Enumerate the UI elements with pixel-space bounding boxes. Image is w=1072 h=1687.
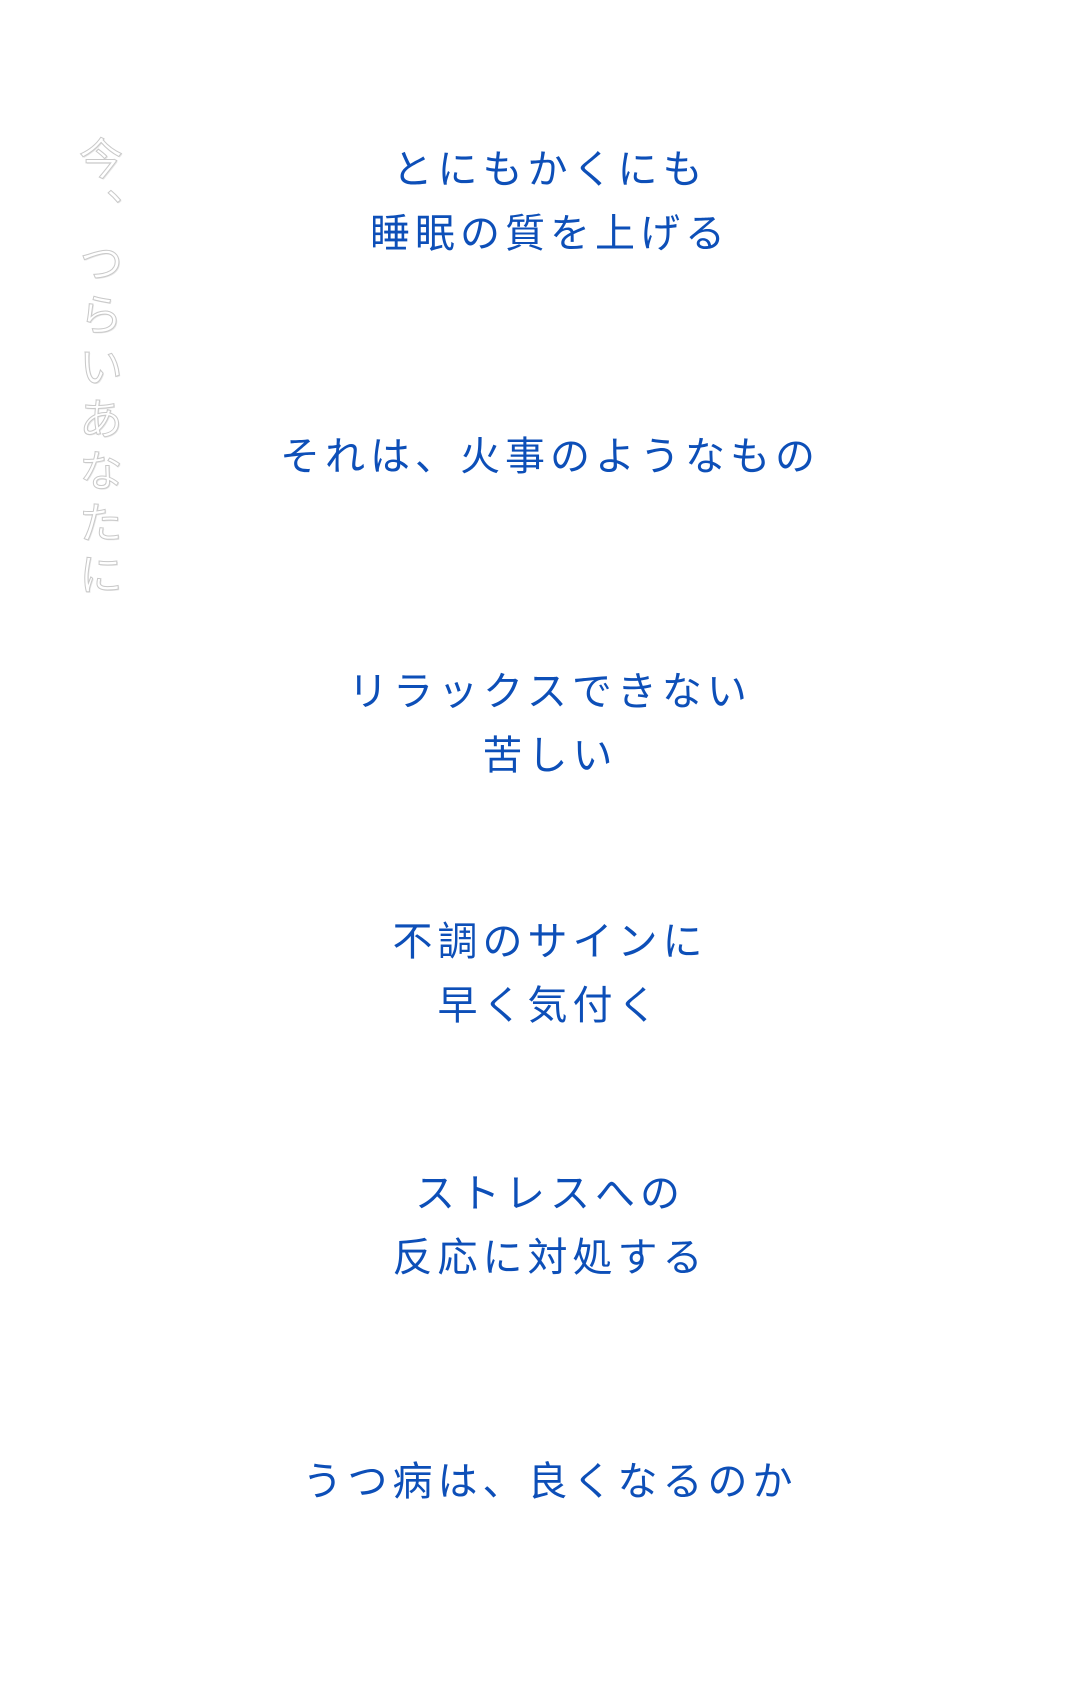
menu-link-line: それは、火事のようなもの (280, 434, 820, 480)
menu-link-line: 早く気付く (437, 983, 663, 1029)
menu-link-depression-recovery[interactable]: うつ病は、良くなるのか (200, 1450, 900, 1514)
menu-link-stress-response[interactable]: ストレスへの 反応に対処する (200, 1162, 900, 1290)
menu-link-line: リラックスできない (348, 669, 752, 715)
menu-link-line: 不調のサインに (392, 919, 708, 965)
menu-link-line: とにもかくにも (392, 147, 708, 193)
menu-link-line: うつ病は、良くなるのか (302, 1459, 798, 1505)
menu-link-cannot-relax[interactable]: リラックスできない 苦しい (200, 660, 900, 788)
menu-link-warning-signs[interactable]: 不調のサインに 早く気付く (200, 910, 900, 1038)
vertical-page-title: 今、つらいあなたに (71, 136, 123, 605)
menu-link-line: 反応に対処する (392, 1235, 708, 1281)
menu-link-sleep-quality[interactable]: とにもかくにも 睡眠の質を上げる (200, 138, 900, 266)
menu-link-line: 苦しい (482, 733, 618, 779)
menu-link-line: 睡眠の質を上げる (370, 211, 730, 257)
menu-link-like-a-fire[interactable]: それは、火事のようなもの (200, 425, 900, 489)
menu-link-line: ストレスへの (415, 1171, 685, 1217)
